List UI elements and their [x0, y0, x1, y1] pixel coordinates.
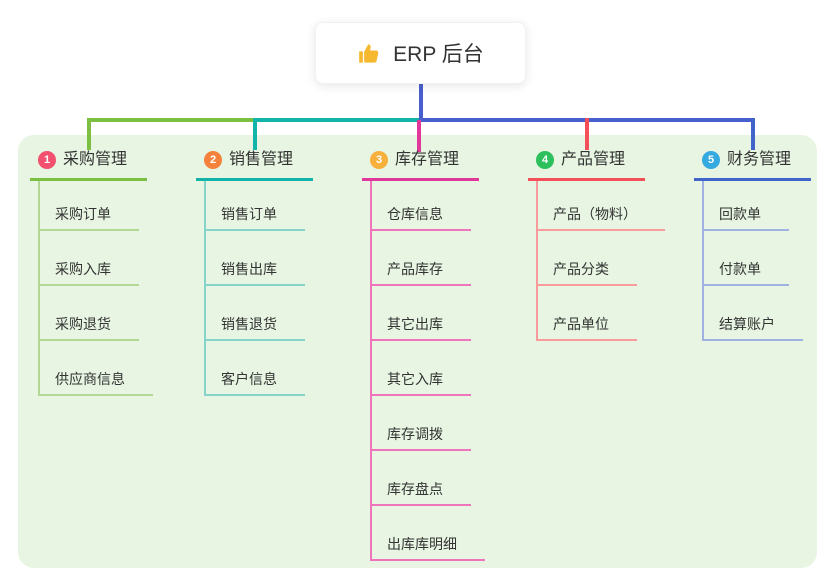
mindmap-node[interactable]: 产品（物料）: [536, 206, 665, 231]
root-connector-line: [419, 82, 423, 122]
branch-label: 销售管理: [229, 151, 294, 168]
mindmap-node[interactable]: 客户信息: [204, 371, 305, 396]
thumbs-up-icon: [357, 40, 383, 66]
branch-drop-line-3: [417, 120, 421, 152]
trunk-segment-green: [87, 118, 255, 122]
mindmap-node[interactable]: 产品单位: [536, 316, 637, 341]
mindmap-node[interactable]: 销售出库: [204, 261, 305, 286]
trunk-segment-teal: [255, 118, 419, 122]
mindmap-node[interactable]: 采购退货: [38, 316, 139, 341]
root-node-label: ERP 后台: [393, 43, 484, 66]
branch-drop-line-2: [253, 118, 257, 150]
mindmap-node[interactable]: 采购订单: [38, 206, 139, 231]
mindmap-node[interactable]: 付款单: [702, 261, 789, 286]
branch-column-1: 1 采购管理采购订单采购入库采购退货供应商信息: [30, 149, 195, 396]
branch-index-badge: 1: [38, 151, 56, 169]
branch-drop-line-1: [87, 118, 91, 150]
mindmap-node[interactable]: 出库库明细: [370, 536, 485, 561]
branch-drop-line-4: [585, 118, 589, 150]
branches-background-panel: [18, 135, 817, 568]
branch-header-node[interactable]: 3 库存管理: [362, 149, 480, 181]
branch-column-5: 5 财务管理回款单付款单结算账户: [694, 149, 839, 341]
branch-connector-line: [370, 181, 372, 561]
mindmap-node[interactable]: 采购入库: [38, 261, 139, 286]
branch-label: 库存管理: [395, 151, 460, 168]
branch-label: 财务管理: [727, 151, 792, 168]
mindmap-node[interactable]: 销售退货: [204, 316, 305, 341]
mindmap-node[interactable]: 库存盘点: [370, 481, 471, 506]
branch-index-badge: 3: [370, 151, 388, 169]
mindmap-node[interactable]: 库存调拨: [370, 426, 471, 451]
branch-connector-line: [536, 181, 538, 341]
root-node[interactable]: ERP 后台: [315, 22, 526, 84]
branch-header-node[interactable]: 1 采购管理: [30, 149, 148, 181]
mindmap-node[interactable]: 其它出库: [370, 316, 471, 341]
mindmap-node[interactable]: 仓库信息: [370, 206, 471, 231]
branch-column-2: 2 销售管理销售订单销售出库销售退货客户信息: [196, 149, 361, 396]
mindmap-node[interactable]: 产品库存: [370, 261, 471, 286]
mindmap-node[interactable]: 产品分类: [536, 261, 637, 286]
branch-header-node[interactable]: 4 产品管理: [528, 149, 646, 181]
branch-index-badge: 4: [536, 151, 554, 169]
branch-header-node[interactable]: 2 销售管理: [196, 149, 314, 181]
branch-label: 采购管理: [63, 151, 128, 168]
branch-connector-line: [204, 181, 206, 396]
branch-index-badge: 2: [204, 151, 222, 169]
branch-connector-line: [38, 181, 40, 396]
branch-column-4: 4 产品管理产品（物料） 产品分类产品单位: [528, 149, 693, 341]
branch-label: 产品管理: [561, 151, 626, 168]
branch-index-badge: 5: [702, 151, 720, 169]
mindmap-node[interactable]: 结算账户: [702, 316, 803, 341]
branch-header-node[interactable]: 5 财务管理: [694, 149, 812, 181]
branch-column-3: 3 库存管理仓库信息产品库存其它出库其它入库库存调拨库存盘点出库库明细: [362, 149, 527, 561]
mindmap-node[interactable]: 其它入库: [370, 371, 471, 396]
mindmap-node[interactable]: 回款单: [702, 206, 789, 231]
mindmap-node[interactable]: 销售订单: [204, 206, 305, 231]
mindmap-node[interactable]: 供应商信息: [38, 371, 153, 396]
branch-connector-line: [702, 181, 704, 341]
branch-drop-line-5: [751, 118, 755, 150]
